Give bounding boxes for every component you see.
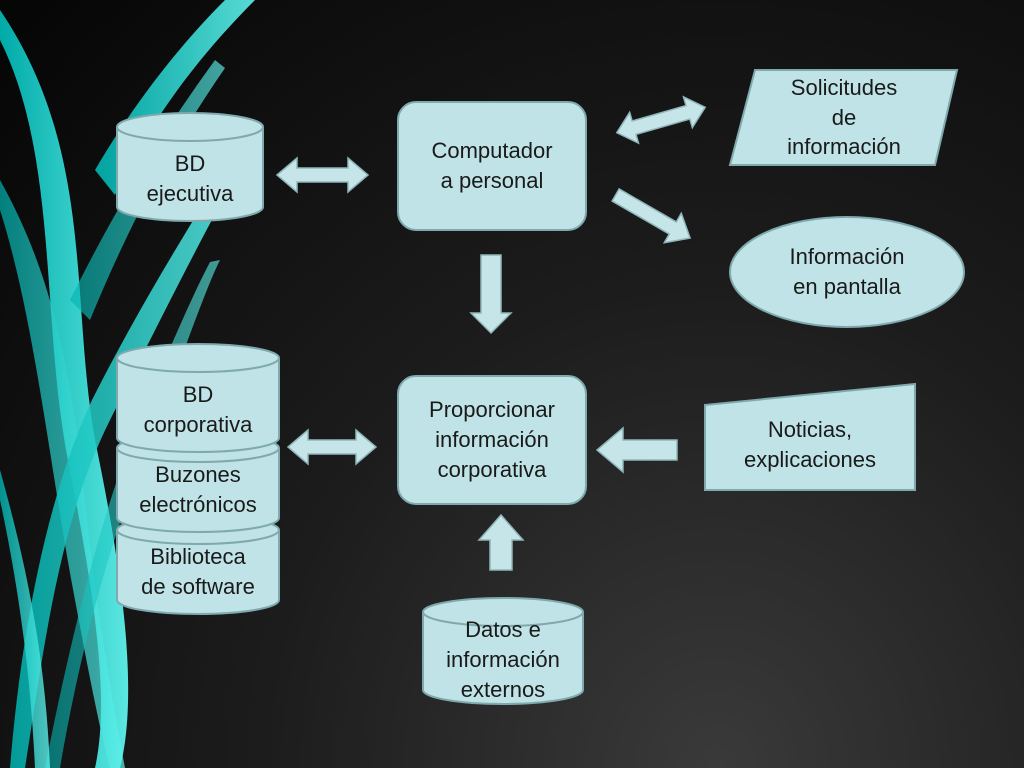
arrow-computador-pantalla (611, 187, 692, 244)
proporcionar-box (397, 375, 587, 505)
buzones-label: Buzones electrónicos (139, 462, 257, 517)
solicitudes-parallelogram (728, 69, 959, 166)
solicitudes-label: Solicitudes de información (787, 74, 901, 160)
arrow-bd-ejecutiva-computador (275, 156, 370, 194)
bd-corporativa-label: BD corporativa (143, 382, 253, 437)
arrow-computador-proporcionar (469, 254, 513, 335)
biblioteca-cylinder (116, 530, 280, 615)
noticias-shape (704, 382, 916, 491)
info-pantalla-ellipse (729, 216, 965, 328)
bd-corporativa-cylinder-top (116, 343, 280, 373)
noticias-label: Noticias, explicaciones (743, 417, 877, 472)
arrow-noticias-proporcionar (595, 426, 678, 474)
bd-ejecutiva-cylinder (116, 127, 264, 222)
computador-box (397, 101, 587, 231)
datos-externos-cylinder-top (422, 597, 584, 627)
computador-label: Computador a personal (431, 138, 553, 193)
biblioteca-label: Biblioteca de software (141, 544, 255, 599)
arrow-computador-solicitudes (615, 95, 707, 145)
bd-ejecutiva-label: BD ejecutiva (146, 151, 234, 206)
proporcionar-label: Proporcionar información corporativa (429, 397, 555, 482)
datos-externos-cylinder (422, 612, 584, 705)
bd-corporativa-cylinder (116, 358, 280, 453)
buzones-cylinder (116, 448, 280, 533)
datos-externos-label: Datos e información externos (446, 617, 560, 702)
info-pantalla-label: Información en pantalla (789, 244, 905, 299)
arrow-datos-proporcionar (477, 513, 525, 571)
arrow-bd-corporativa-proporcionar (286, 428, 378, 466)
bd-ejecutiva-cylinder-top (116, 112, 264, 142)
